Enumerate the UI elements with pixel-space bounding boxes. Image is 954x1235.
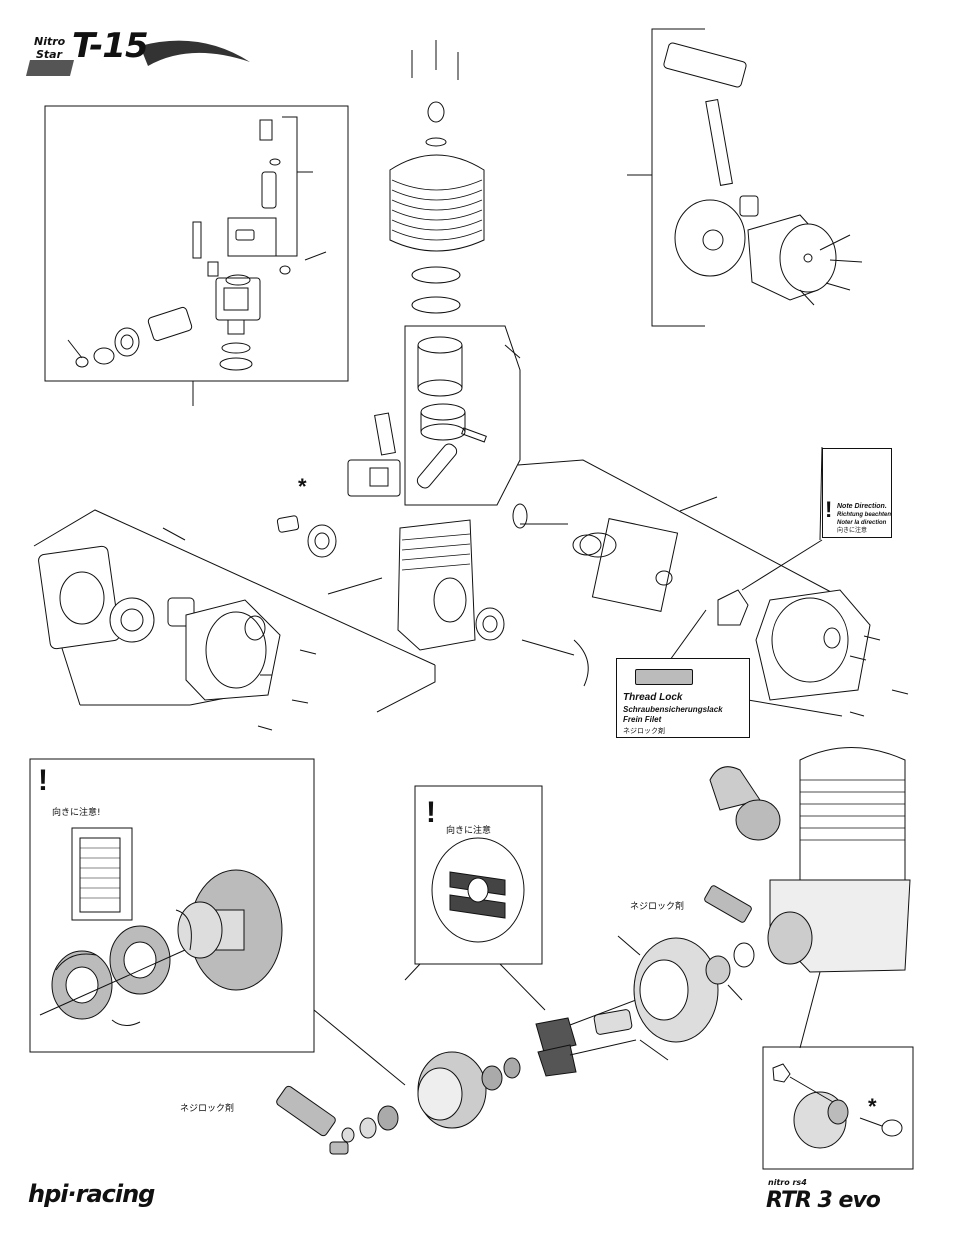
asterisk-mark-upper: * [298,474,307,499]
thread-lock-jp: ネジロック剤 [623,727,665,735]
brand-logo-rtr: RTR 3 evo [766,1188,881,1213]
brand-logo-rtr-small: nitro rs4 [768,1178,807,1187]
thread-lock-tube-icon [635,669,693,685]
exclaim-icon: ! [825,497,833,522]
thread-lock-callout: Thread Lock Schraubensicherungslack Frei… [616,658,750,738]
logo-swoosh [140,40,250,66]
note-direction-fr: Noter la direction [837,520,887,526]
note-direction-jp: 向きに注意 [837,527,868,534]
thread-lock-title: Thread Lock [623,692,683,703]
logo-nitro: Nitro [34,35,66,48]
thread-lock-de: Schraubensicherungslack [623,705,723,714]
asterisk-mark-lower: * [868,1094,877,1119]
brand-logo-hpi: hpi·racing [28,1180,155,1208]
gear-detail-box [29,758,315,1053]
thread-lock-fr: Frein Filet [623,715,662,724]
note-direction-de: Richtung beachten [837,512,892,518]
carburetor-box [44,105,349,382]
thread-lock-right-jp: ネジロック剤 [630,902,685,912]
logo-model: T-15 [72,26,149,66]
starter-detail-box [762,1046,914,1170]
detail-left-jp: 向きに注意! [52,808,101,818]
flywheel-detail-box [414,785,543,965]
thread-lock-bottom-jp: ネジロック剤 [180,1104,235,1114]
exclaim-icon-mid: ! [426,796,436,829]
note-direction-callout: ! Note Direction. Richtung beachten Note… [822,448,892,538]
detail-mid-jp: 向きに注意 [446,826,492,836]
note-direction-title: Note Direction. [837,503,887,510]
logo-star: Star [36,48,63,61]
exclaim-icon-left: ! [38,764,48,797]
